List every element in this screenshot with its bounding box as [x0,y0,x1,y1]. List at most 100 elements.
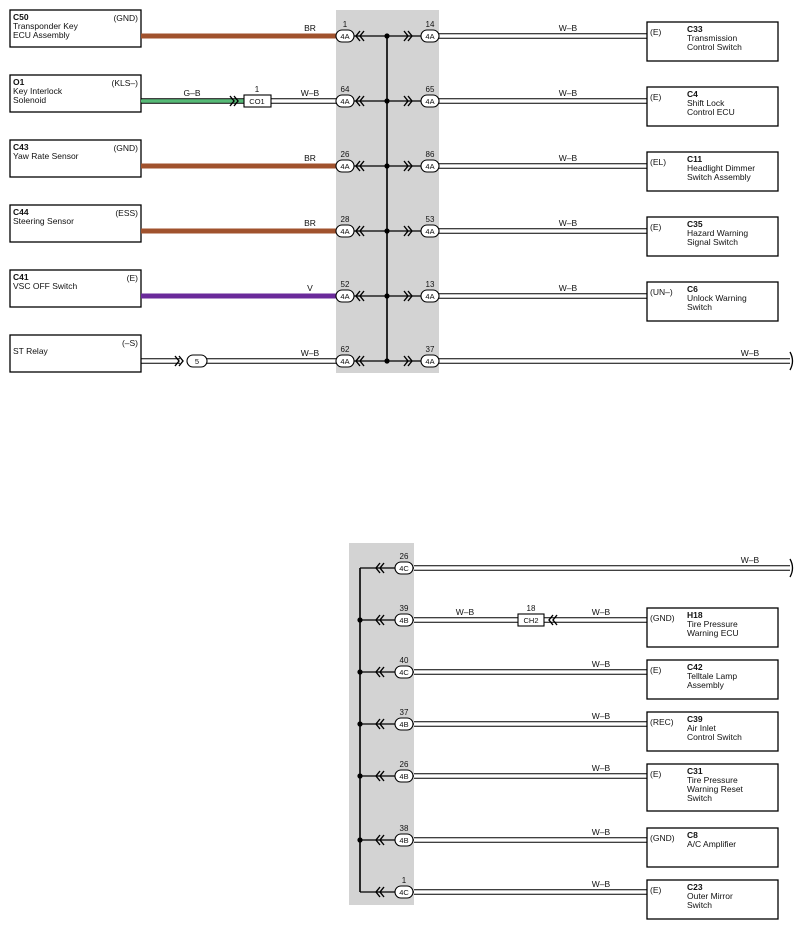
bottom-row-2-device-code: C42 [687,662,703,672]
bottom-row-5-conn-oval [394,833,414,847]
top-row-0-left-conn-id: 4A [340,32,349,41]
bottom-row-2-device-name: Assembly [687,680,725,690]
top-row-1-left-conn-pin: 64 [341,85,350,94]
top-row-0-left-label: BR [304,23,316,33]
top-row-2-right-device-terminal: (EL) [650,157,666,167]
bottom-row-4-device-terminal: (E) [650,769,662,779]
bottom-row-1-splice-chevron [548,614,558,626]
top-row-5-right-chevron-stroke [407,355,413,367]
bottom-row-5-node [357,837,363,843]
top-row-4-left-device-terminal: (E) [127,273,139,283]
bottom-row-5-label: W–B [592,827,611,837]
top-row-2-left-device-name: Yaw Rate Sensor [13,151,79,161]
bottom-row-5-conn-pin: 38 [400,824,409,833]
bottom-row-6-device-name: Outer Mirror [687,891,733,901]
top-row-2-right-device-code: C11 [687,154,702,164]
top-row-5-right-conn-pin: 37 [426,345,435,354]
bottom-row-1-device-name: Warning ECU [687,628,739,638]
top-row-5-splice-chevron [174,355,184,367]
bottom-row-1-conn-pin: 39 [400,604,409,613]
bottom-row-2-chevron [375,666,385,678]
top-row-4-right-chevron-stroke [407,290,413,302]
top-row-5-right-label: W–B [741,348,760,358]
bottom-row-1-device-name: Tire Pressure [687,619,738,629]
top-row-1-splice-pin: 1 [255,85,260,94]
top-row-4-left-device-name: VSC OFF Switch [13,281,78,291]
top-row-5-wire-break [789,351,794,371]
top-row-0-right-conn-id: 4A [425,32,434,41]
top-row-1-left-device-name: Key Interlock [13,86,63,96]
top-row-2-right-chevron-stroke [403,160,409,172]
top-row-1-after-label: W–B [301,88,320,98]
top-row-4-right-chevron-stroke [403,290,409,302]
bottom-row-3-device [646,711,779,752]
top-row-4-right-device-terminal: (UN–) [650,287,673,297]
top-row-3-left-chevron-stroke [359,225,365,237]
top-row-5-splice-chevron-stroke [178,355,184,367]
bottom-row-1-conn-oval [394,613,414,627]
bottom-row-1-chevron-stroke [379,614,385,626]
top-row-4-left-device-code: C41 [13,272,29,282]
bottom-row-3-label: W–B [592,711,611,721]
top-row-2-left-conn-oval [335,159,355,173]
top-row-1-left-chevron-stroke [359,95,365,107]
top-row-2-right-conn-oval [420,159,440,173]
bottom-row-1-chevron-stroke [375,614,381,626]
top-row-3-left-chevron [355,225,365,237]
bottom-row-5-device-terminal: (GND) [650,833,675,843]
bottom-row-2-conn-oval [394,665,414,679]
top-row-5-left-device [9,334,142,373]
bottom-row-5-chevron-stroke [379,834,385,846]
bottom-row-1-after-label: W–B [592,607,611,617]
bottom-row-5-device-code: C8 [687,830,698,840]
top-row-0-right-chevron-stroke [407,30,413,42]
top-row-4-right-device-name: Switch [687,302,712,312]
top-row-4-left-device [9,269,142,308]
bottom-row-6-device-name: Switch [687,900,712,910]
top-row-1-splice-chevron-stroke [233,95,239,107]
bottom-row-2-node [357,669,363,675]
top-row-1-right-device-name: Shift Lock [687,98,725,108]
top-row-2-right-device [646,151,779,192]
top-row-1-right-conn-oval [420,94,440,108]
bottom-row-1-device-terminal: (GND) [650,613,675,623]
bottom-row-1-device [646,607,779,648]
bottom-row-2-label: W–B [592,659,611,669]
bottom-row-1-node [357,617,363,623]
bottom-row-2-chevron-stroke [379,666,385,678]
top-row-2-right-chevron [403,160,413,172]
bottom-row-4-conn-pin: 26 [400,760,409,769]
top-row-4-left-chevron-stroke [359,290,365,302]
top-row-2-right-conn-id: 4A [425,162,434,171]
bottom-row-1-chevron [375,614,385,626]
bottom-row-3-conn-id: 4B [399,720,408,729]
top-row-0-left-chevron-stroke [355,30,361,42]
top-row-5-right-chevron-stroke [403,355,409,367]
top-row-0-left-device-name: ECU Assembly [13,30,70,40]
bottom-row-5-conn-id: 4B [399,836,408,845]
top-row-2-left-chevron-stroke [359,160,365,172]
top-row-5-splice-chevron-stroke [174,355,180,367]
bottom-row-0-chevron [375,562,385,574]
top-row-5-splice-pin: 5 [195,357,199,366]
top-row-0-right-conn-pin: 14 [426,20,435,29]
top-row-3-node [384,228,390,234]
bottom-row-1-device-code: H18 [687,610,703,620]
top-row-1-right-conn-pin: 65 [426,85,435,94]
top-row-3-right-chevron [403,225,413,237]
top-row-4-right-device-code: C6 [687,284,698,294]
top-row-1-left-device [9,74,142,113]
top-row-2-right-device-name: Switch Assembly [687,172,752,182]
top-row-2-right-conn-pin: 86 [426,150,435,159]
bottom-row-6-chevron [375,886,385,898]
top-row-1-right-device [646,86,779,127]
bottom-row-6-device-code: C23 [687,882,703,892]
top-row-4-left-chevron [355,290,365,302]
top-row-1-left-label: G–B [183,88,200,98]
top-row-0-left-chevron-stroke [359,30,365,42]
top-row-0-right-device-terminal: (E) [650,27,662,37]
bottom-row-1-label: W–B [456,607,475,617]
bottom-row-0-chevron-stroke [379,562,385,574]
top-row-0-right-device [646,21,779,62]
